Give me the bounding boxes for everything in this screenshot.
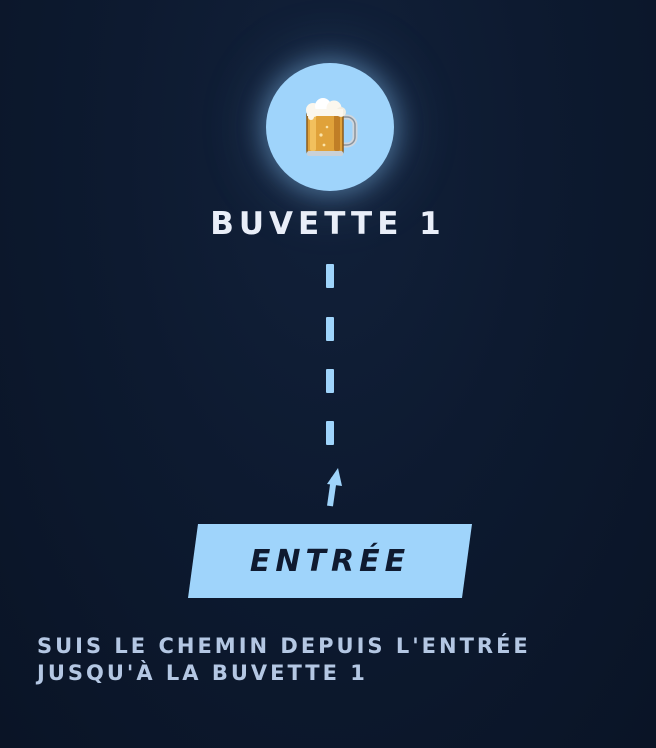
instruction-line: SUIS LE CHEMIN DEPUIS L'ENTRÉE	[37, 634, 531, 658]
origin-tag-shape	[188, 524, 472, 598]
destination-label: BUVETTE 1	[210, 206, 446, 242]
instruction-text: SUIS LE CHEMIN DEPUIS L'ENTRÉE JUSQU'À L…	[37, 633, 637, 687]
arrow-up-icon	[327, 468, 342, 507]
path-dash	[326, 264, 334, 288]
path-dash	[326, 421, 334, 445]
path-dash	[326, 369, 334, 393]
path-dash	[326, 317, 334, 341]
origin-label: ENTRÉE	[249, 543, 411, 579]
beer-mug-icon	[306, 98, 358, 156]
destination-marker[interactable]	[266, 63, 394, 191]
instruction-line: JUSQU'À LA BUVETTE 1	[37, 661, 368, 685]
origin-tag[interactable]: ENTRÉE	[188, 524, 472, 598]
